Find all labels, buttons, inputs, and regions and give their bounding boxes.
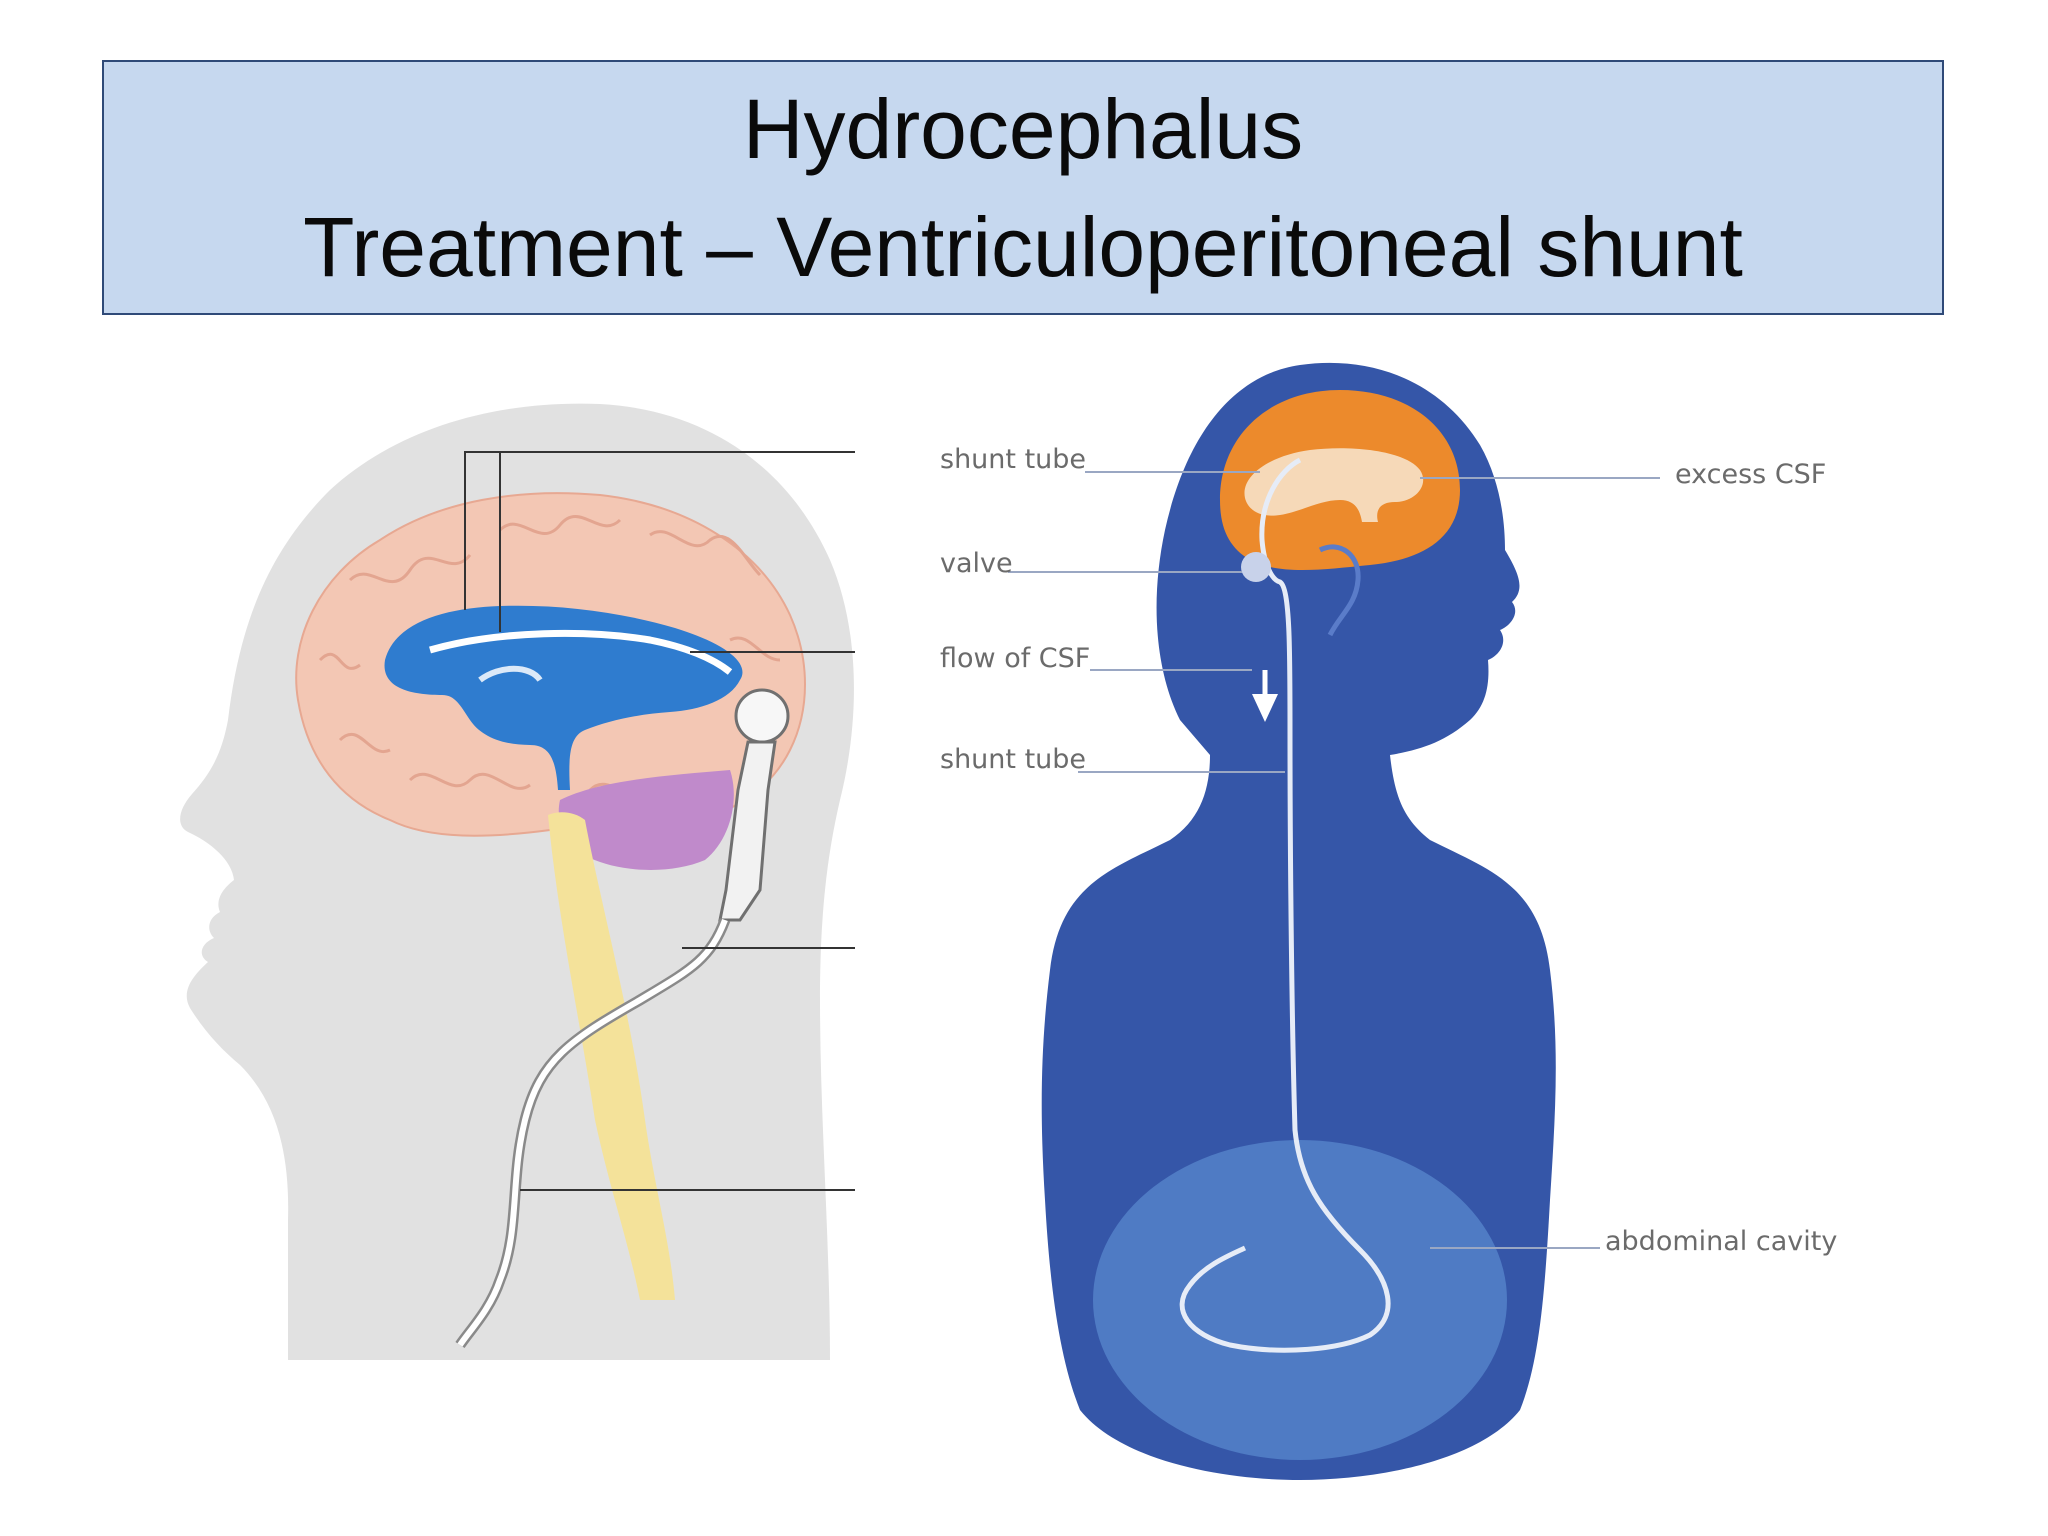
flow-arrow-head <box>1252 694 1278 722</box>
leader-lines <box>464 451 855 1191</box>
label-valve: valve <box>940 548 1013 579</box>
valve-dot <box>1241 552 1271 582</box>
body-leader-lines <box>1008 471 1660 1249</box>
distal-catheter-inner <box>457 918 728 1347</box>
body-shunt-svg: shunt tube valve flow of CSF shunt tube … <box>940 362 1837 1481</box>
slide-subtitle: Treatment – Ventriculoperitoneal shunt <box>303 199 1743 294</box>
abdominal-cavity <box>1093 1140 1507 1460</box>
head-shunt-diagram <box>170 360 890 1490</box>
ventricles <box>384 605 743 790</box>
head-shunt-svg <box>180 403 855 1361</box>
shunt-reservoir <box>718 740 777 922</box>
shunt-tube <box>1179 457 1391 1353</box>
ventricular-catheter <box>429 629 733 675</box>
label-abdominal-cavity: abdominal cavity <box>1605 1226 1837 1257</box>
shunt-valve <box>734 688 790 744</box>
title-banner: Hydrocephalus Treatment – Ventriculoperi… <box>102 60 1944 315</box>
body-shunt-diagram: shunt tube valve flow of CSF shunt tube … <box>900 350 1950 1500</box>
ear-outline <box>1318 544 1361 637</box>
label-excess-csf: excess CSF <box>1675 459 1826 490</box>
slide-title: Hydrocephalus <box>742 81 1304 176</box>
ventricle-highlight <box>478 665 543 683</box>
label-shunt-tube-top: shunt tube <box>940 444 1086 475</box>
cerebellum <box>558 770 734 870</box>
label-shunt-tube-bottom: shunt tube <box>940 744 1086 775</box>
label-flow-of-csf: flow of CSF <box>940 643 1090 674</box>
spinal-cord <box>548 812 675 1300</box>
